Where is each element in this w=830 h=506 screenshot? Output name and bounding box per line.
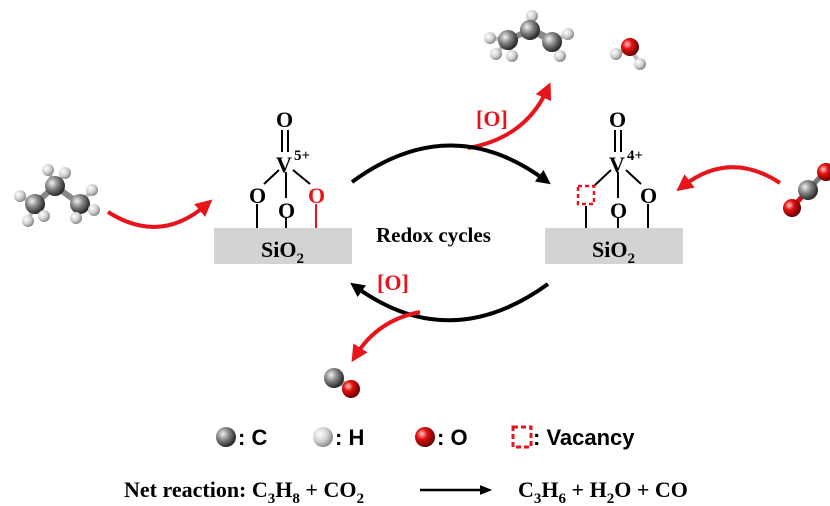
left-oxygen-left: O: [249, 183, 266, 208]
legend-hydrogen-swatch: [313, 427, 333, 447]
top-oxygen-tag: [O]: [476, 106, 508, 131]
propane-in-arrow: [106, 199, 213, 229]
legend-carbon-swatch: [216, 427, 236, 447]
right-oxygen-middle: O: [610, 198, 627, 223]
co2-molecule: [783, 163, 830, 217]
left-site-v5: O V 5+ O O O SiO2: [214, 107, 352, 267]
oxygen-vacancy-box: [576, 184, 596, 206]
cycle-arrow-bottom: [350, 282, 550, 323]
cycle-arrow-top: [350, 143, 551, 185]
net-reaction-rhs: C3H6 + H2O + CO: [518, 477, 688, 506]
right-site-v4: O V 4+ O O SiO2: [545, 107, 683, 267]
left-top-oxygen: O: [276, 107, 293, 132]
bottom-oxygen-tag: [O]: [377, 270, 409, 295]
water-molecule: [610, 38, 646, 70]
propane-molecule: [14, 164, 100, 227]
left-vanadium: V: [276, 152, 292, 177]
legend-vacancy-swatch: [511, 425, 533, 449]
right-top-oxygen: O: [609, 107, 626, 132]
legend-oxygen-swatch: [415, 427, 435, 447]
left-oxygen-middle: O: [278, 198, 295, 223]
legend-vacancy-label: : Vacancy: [533, 425, 635, 450]
right-vanadium: V: [609, 152, 625, 177]
legend-oxygen-label: : O: [437, 425, 468, 450]
net-reaction: Net reaction: C3H8 + CO2 C3H6 + H2O + CO: [124, 477, 688, 506]
cycle-label: Redox cycles: [376, 223, 491, 247]
products-out-arrow: [467, 82, 552, 150]
propylene-molecule: [484, 10, 574, 62]
right-support-label: SiO2: [592, 237, 635, 267]
co-molecule: [324, 368, 360, 398]
legend: : C : H : O : Vacancy: [216, 425, 635, 450]
legend-carbon-label: : C: [238, 425, 267, 450]
right-oxygen-right: O: [640, 183, 657, 208]
right-vanadium-charge: 4+: [627, 148, 643, 164]
net-reaction-lhs: Net reaction: C3H8 + CO2: [124, 477, 364, 506]
left-vanadium-charge: 5+: [294, 148, 310, 164]
left-support-slab: [214, 228, 352, 264]
right-support-slab: [545, 228, 683, 264]
legend-hydrogen-label: : H: [335, 425, 364, 450]
co2-in-arrow: [676, 165, 782, 192]
left-oxygen-right-lattice: O: [308, 183, 325, 208]
left-support-label: SiO2: [261, 237, 304, 267]
co-out-arrow: [351, 310, 421, 363]
